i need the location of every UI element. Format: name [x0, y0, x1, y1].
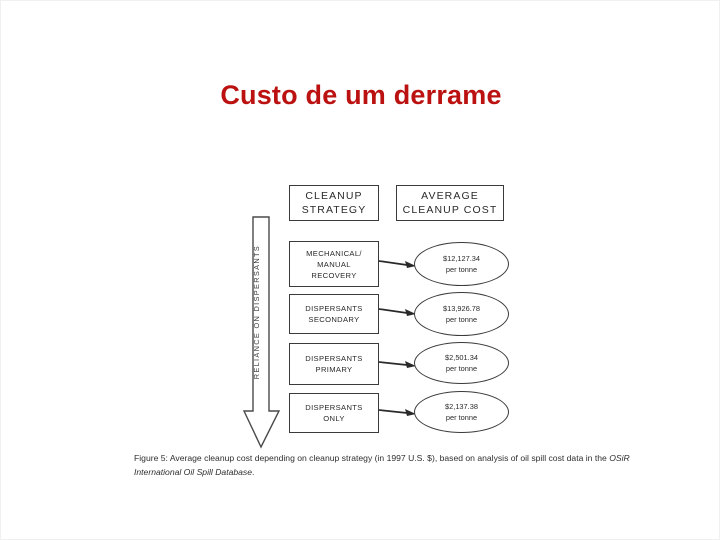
caption-part-2: .	[252, 467, 255, 478]
reliance-arrow-icon	[243, 216, 281, 449]
connector-arrow-icon-row3	[379, 361, 416, 368]
page-title: Custo de um derrame	[220, 80, 502, 110]
caption-part-1: Figure 5: Average cleanup cost depending…	[134, 453, 610, 463]
strategy-line-2: PRIMARY	[315, 365, 353, 374]
cost-amount: $2,501.34	[445, 352, 478, 362]
cost-amount: $2,137.38	[445, 401, 478, 411]
cost-amount: $13,926.78	[443, 303, 480, 313]
cost-oval-dispersants-only: $2,137.38 per tonne	[414, 391, 509, 433]
strategy-line-1: DISPERSANTS	[305, 304, 363, 313]
cost-unit: per tonne	[445, 265, 478, 274]
cost-unit: per tonne	[445, 413, 478, 422]
strategy-line-2: MANUAL	[317, 259, 351, 269]
figure-cleanup-cost: RELIANCE ON DISPERSANTS CLEANUP STRATEGY…	[131, 171, 651, 491]
header-average-cleanup-cost: AVERAGE CLEANUP COST	[396, 185, 504, 221]
header-average-cleanup-cost-line2: CLEANUP COST	[402, 204, 498, 216]
header-average-cleanup-cost-line1: AVERAGE	[421, 189, 479, 202]
header-cleanup-strategy: CLEANUP STRATEGY	[289, 185, 379, 221]
strategy-line-1: MECHANICAL/	[306, 248, 362, 258]
header-cleanup-strategy-line2: STRATEGY	[301, 204, 367, 216]
strategy-line-2: ONLY	[323, 414, 345, 423]
strategy-line-1: DISPERSANTS	[305, 403, 363, 412]
strategy-box-dispersants-primary: DISPERSANTS PRIMARY	[289, 343, 379, 385]
cost-unit: per tonne	[445, 315, 478, 324]
cost-unit: per tonne	[445, 364, 478, 373]
strategy-box-dispersants-only: DISPERSANTS ONLY	[289, 393, 379, 433]
cost-oval-dispersants-secondary: $13,926.78 per tonne	[414, 292, 509, 336]
cost-amount: $12,127.34	[443, 253, 480, 263]
caption-italic-source: OSiR International Oil Spill Database	[134, 453, 630, 478]
connector-arrow-icon-row2	[379, 308, 416, 316]
strategy-line-1: DISPERSANTS	[305, 354, 363, 363]
strategy-box-dispersants-secondary: DISPERSANTS SECONDARY	[289, 294, 379, 334]
cost-oval-mechanical-manual-recovery: $12,127.34 per tonne	[414, 242, 509, 286]
strategy-line-2: SECONDARY	[308, 315, 360, 324]
connector-arrow-icon-row4	[379, 409, 416, 416]
figure-caption: Figure 5: Average cleanup cost depending…	[134, 451, 648, 479]
strategy-line-3: RECOVERY	[311, 270, 357, 280]
strategy-box-mechanical-manual-recovery: MECHANICAL/ MANUAL RECOVERY	[289, 241, 379, 287]
header-cleanup-strategy-line1: CLEANUP	[305, 189, 363, 202]
connector-arrow-icon-row1	[379, 260, 416, 268]
cost-oval-dispersants-primary: $2,501.34 per tonne	[414, 342, 509, 384]
